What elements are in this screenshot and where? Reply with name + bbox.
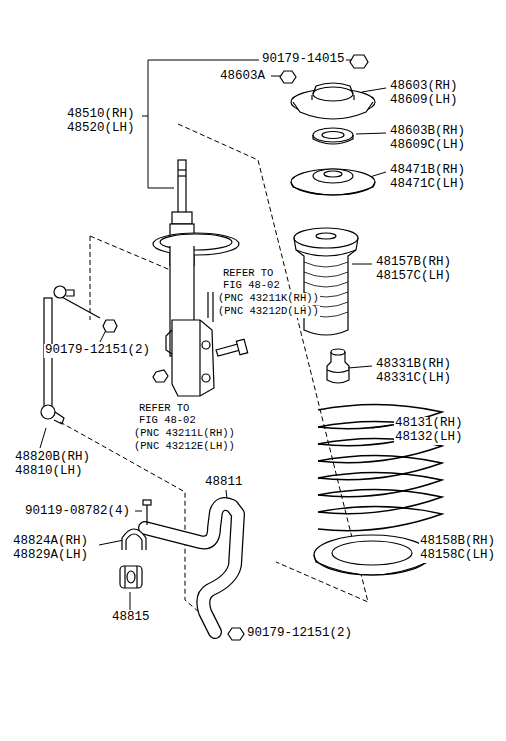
part-number: 48820B(RH): [14, 451, 91, 465]
part-number: 48603(RH): [389, 80, 459, 94]
reference-note: REFER TO: [222, 268, 274, 280]
part-number: 48810(LH): [14, 465, 84, 479]
part-number: 48811: [204, 476, 244, 490]
part-number: 90179-12151(2): [246, 627, 353, 641]
part-number: 48131(RH): [394, 417, 464, 431]
reference-note: (PNC 43212D(LH)): [217, 306, 320, 318]
part-number: 48520(LH): [66, 122, 136, 136]
part-number: 48157C(LH): [375, 270, 452, 284]
reference-note: FIG 48-02: [222, 280, 281, 292]
part-number: 48471C(LH): [389, 178, 466, 192]
part-number: 48157B(RH): [375, 256, 452, 270]
part-number: 48132(LH): [394, 431, 464, 445]
spring-coil: [318, 506, 442, 530]
part-number: 48609C(LH): [389, 139, 466, 153]
part-number: 48331B(RH): [375, 358, 452, 372]
part-number: 48603B(RH): [389, 125, 466, 139]
part-number: 90119-08782(4): [24, 505, 131, 519]
reference-note: (PNC 43212E(LH)): [133, 441, 236, 453]
reference-note: (PNC 43211L(RH)): [133, 428, 236, 440]
part-number: 48824A(RH): [12, 535, 89, 549]
part-number: 48158C(LH): [419, 549, 496, 563]
part-number: 48158B(RH): [419, 535, 496, 549]
part-number: 48609(LH): [389, 94, 459, 108]
reference-note: REFER TO: [138, 403, 190, 415]
part-number: 48603A: [219, 70, 266, 84]
part-number: 48471B(RH): [389, 164, 466, 178]
reference-note: (PNC 43211K(RH)): [217, 293, 320, 305]
part-number: 90179-14015: [261, 53, 346, 67]
part-number: 48829A(LH): [12, 549, 89, 563]
part-number: 90179-12151(2): [44, 344, 151, 358]
part-number: 48510(RH): [66, 108, 136, 122]
part-number: 48331C(LH): [375, 372, 452, 386]
reference-note: FIG 48-02: [138, 415, 197, 427]
part-number: 48815: [111, 611, 151, 625]
